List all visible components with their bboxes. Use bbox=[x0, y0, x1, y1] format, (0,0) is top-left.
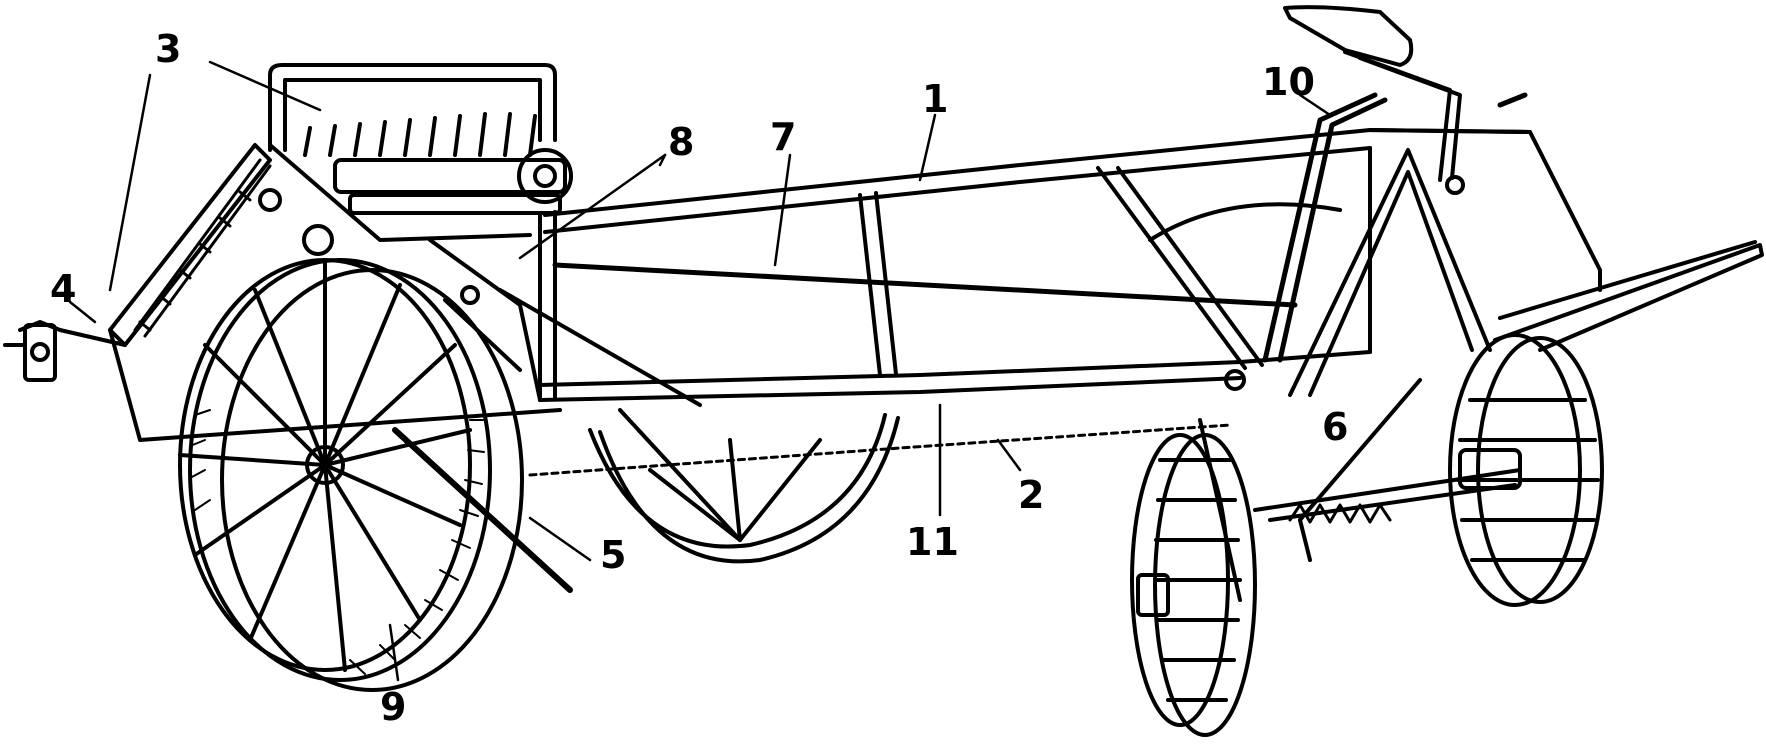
callout-leaders bbox=[68, 60, 1332, 682]
control-lever bbox=[392, 427, 573, 593]
driver-seat bbox=[1283, 5, 1462, 182]
callout-2: 2 bbox=[1018, 473, 1044, 517]
callout-10: 10 bbox=[1262, 60, 1315, 104]
callout-3: 3 bbox=[155, 27, 181, 71]
leader-9 bbox=[388, 623, 400, 682]
beater-cylinder bbox=[268, 63, 573, 215]
callout-4: 4 bbox=[50, 267, 76, 311]
callout-1: 1 bbox=[922, 77, 948, 121]
front-right-wheel bbox=[1448, 333, 1604, 607]
spreader-box bbox=[538, 128, 1764, 402]
callout-9: 9 bbox=[380, 685, 406, 729]
leader-8b bbox=[658, 153, 667, 167]
callout-7: 7 bbox=[770, 115, 796, 159]
leader-2 bbox=[996, 438, 1022, 472]
operator-lever bbox=[1262, 92, 1528, 363]
feed-chain-guard bbox=[133, 158, 272, 338]
drive-chain bbox=[528, 423, 1232, 477]
hitch-clevis bbox=[3, 320, 127, 382]
leader-10 bbox=[1298, 93, 1332, 117]
far-side-wheel bbox=[588, 408, 900, 564]
rear-drive-wheel bbox=[178, 258, 524, 692]
beater-teeth bbox=[303, 112, 537, 157]
rear-drive-wheel-tread bbox=[189, 409, 486, 675]
callout-5: 5 bbox=[600, 533, 626, 577]
leader-1 bbox=[918, 113, 937, 182]
callout-11: 11 bbox=[906, 520, 959, 564]
callout-labels: 1 2 3 4 5 6 7 8 9 10 11 bbox=[50, 27, 1348, 729]
leader-8a bbox=[518, 153, 667, 260]
tie-rod bbox=[552, 262, 1298, 308]
callout-6: 6 bbox=[1322, 405, 1348, 449]
leader-3b bbox=[108, 73, 152, 292]
leader-3a bbox=[208, 60, 322, 112]
leader-7 bbox=[773, 153, 792, 267]
leader-4 bbox=[68, 300, 97, 324]
drive-sprockets bbox=[258, 175, 1465, 391]
callout-8: 8 bbox=[668, 120, 694, 164]
front-spring bbox=[1288, 503, 1392, 524]
front-axle-assembly bbox=[1198, 378, 1522, 602]
leader-5 bbox=[528, 516, 592, 562]
